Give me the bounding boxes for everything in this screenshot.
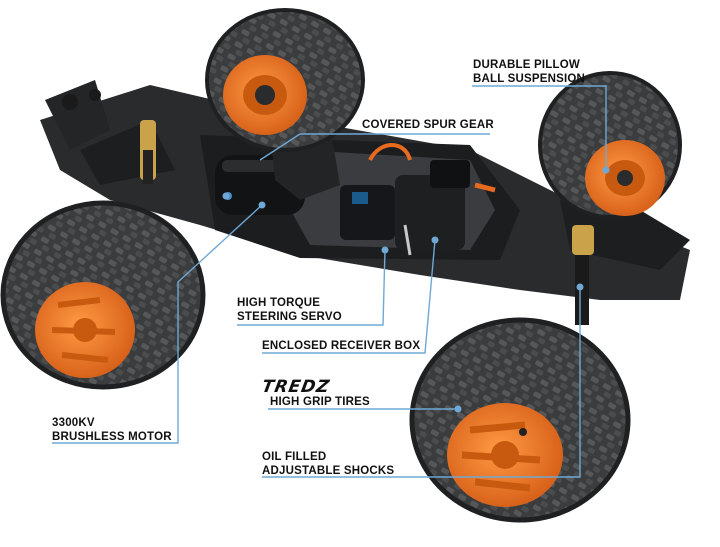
label-line: BALL SUSPENSION [473, 73, 586, 85]
label-line: ADJUSTABLE SHOCKS [262, 465, 395, 477]
label-line: ENCLOSED RECEIVER BOX [262, 340, 421, 352]
label-shocks: OIL FILLED ADJUSTABLE SHOCKS [262, 450, 394, 478]
wires [368, 143, 412, 162]
label-line: BRUSHLESS MOTOR [52, 431, 172, 443]
label-line: HIGH TORQUE [237, 297, 321, 309]
leader-spur [259, 133, 490, 161]
label-steering-servo: HIGH TORQUE STEERING SERVO [237, 296, 342, 324]
wheel-front-left [0, 200, 206, 390]
label-line: COVERED SPUR GEAR [362, 119, 494, 131]
label-motor: 3300KV BRUSHLESS MOTOR [52, 416, 172, 444]
wheel-rear-top [205, 8, 365, 152]
label-covered-spur-gear: COVERED SPUR GEAR [362, 118, 494, 132]
label-line: STEERING SERVO [237, 311, 342, 323]
tredz-logo-text: TREDZ [260, 377, 332, 397]
wheel-rear-bottom [409, 317, 631, 523]
leader-pillow [472, 85, 607, 168]
chassis [40, 80, 690, 325]
label-line: HIGH GRIP TIRES [270, 396, 370, 408]
leader-motor [52, 204, 263, 444]
label-line: OIL FILLED [262, 451, 327, 463]
label-durable-pillow: DURABLE PILLOW BALL SUSPENSION [473, 58, 585, 86]
receiver-box [395, 175, 465, 250]
label-line: DURABLE PILLOW [473, 59, 580, 71]
callout-leaders [52, 85, 607, 478]
label-line: 3300KV [52, 417, 95, 429]
leader-receiver [262, 239, 436, 354]
label-receiver-box: ENCLOSED RECEIVER BOX [262, 339, 420, 353]
leader-servo [237, 249, 386, 326]
callout-dots [222, 166, 610, 413]
shock-front-left [140, 120, 156, 184]
leader-shocks [262, 285, 581, 478]
wheel-front-right [538, 71, 682, 219]
label-tires: HIGH GRIP TIRES [270, 395, 370, 409]
tredz-logo: TREDZ [260, 377, 331, 397]
